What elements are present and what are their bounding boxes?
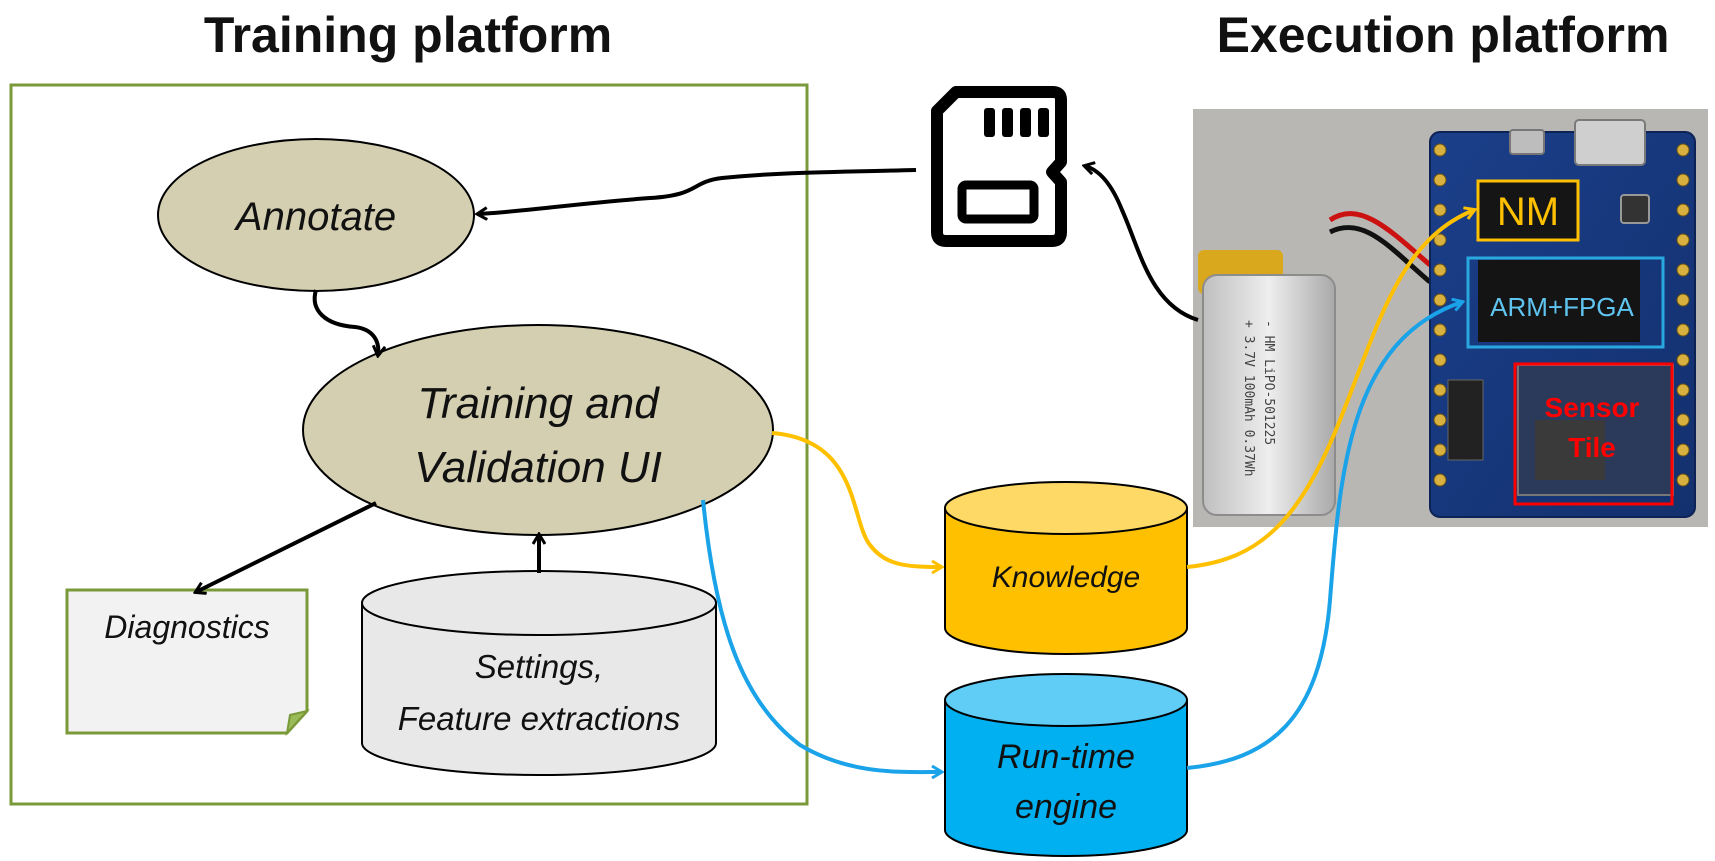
battery: - HM LiPO-501225 + 3.7V 100mAh 0.37Wh	[1198, 250, 1336, 516]
sensor-tile-label-line2: Tile	[1568, 432, 1616, 463]
diagnostics-label: Diagnostics	[104, 609, 269, 645]
annotate-label: Annotate	[234, 195, 396, 239]
board-pin	[1433, 353, 1447, 367]
settings-label-line1: Settings,	[475, 648, 603, 685]
runtime-label-line2: engine	[1015, 788, 1117, 826]
board-pin	[1676, 143, 1690, 157]
annotate-to-training-arrow	[312, 289, 379, 355]
training-to-runtime-arrow	[701, 499, 941, 772]
board-pin	[1433, 203, 1447, 217]
board-pin	[1676, 353, 1690, 367]
board-pins	[1433, 143, 1690, 487]
training-platform-frame	[9, 83, 809, 806]
nm-highlight-box	[1476, 179, 1580, 242]
board-pin	[1433, 473, 1447, 487]
annotate-node: Annotate	[157, 138, 475, 292]
runtime-to-arm-arrow	[1186, 302, 1462, 770]
board-pin	[1676, 413, 1690, 427]
board-pin	[1433, 443, 1447, 457]
board-pin	[1676, 293, 1690, 307]
execution-board-photo: - HM LiPO-501225 + 3.7V 100mAh 0.37Wh NM…	[1193, 109, 1708, 527]
svg-text:+ 3.7V 100mAh 0.37Wh: + 3.7V 100mAh 0.37Wh	[1241, 320, 1256, 477]
board-pin	[1433, 173, 1447, 187]
arm-fpga-highlight-box	[1466, 256, 1665, 349]
board-pin	[1433, 233, 1447, 247]
board-pin	[1676, 323, 1690, 337]
knowledge-to-nm-arrow	[1186, 210, 1474, 569]
runtime-label-line1: Run-time	[997, 738, 1135, 776]
knowledge-cylinder: Knowledge	[944, 481, 1188, 655]
svg-text:- HM LiPO-501225: - HM LiPO-501225	[1261, 320, 1276, 445]
nm-label: NM	[1497, 190, 1559, 234]
sd-to-annotate-arrow	[478, 168, 917, 214]
board-pin	[1433, 143, 1447, 157]
training-platform-heading: Training platform	[204, 7, 612, 63]
board-pin	[1433, 263, 1447, 277]
arm-fpga-label: ARM+FPGA	[1490, 292, 1634, 322]
sensor-tile-highlight-box	[1513, 362, 1674, 506]
runtime-engine-cylinder: Run-time engine	[944, 673, 1188, 857]
board-pin	[1433, 383, 1447, 397]
training-ui-label-line1: Training and	[417, 379, 660, 428]
sensor-tile-label-line1: Sensor	[1545, 392, 1640, 423]
execution-platform-heading: Execution platform	[1217, 7, 1670, 63]
board-pin	[1676, 173, 1690, 187]
diagnostics-document: Diagnostics	[65, 588, 310, 737]
settings-label-line2: Feature extractions	[398, 700, 680, 737]
board-pin	[1676, 203, 1690, 217]
board-pin	[1676, 443, 1690, 457]
training-ui-label-line2: Validation UI	[414, 443, 662, 492]
training-to-diagnostics-arrow	[196, 501, 377, 592]
knowledge-label: Knowledge	[992, 561, 1140, 594]
board-pin	[1433, 413, 1447, 427]
board-pin	[1676, 383, 1690, 397]
training-to-knowledge-arrow	[771, 431, 941, 567]
board-pin	[1433, 293, 1447, 307]
board-pin	[1433, 323, 1447, 337]
board-to-sd-arrow	[1085, 166, 1199, 322]
board-pin	[1676, 233, 1690, 247]
training-validation-ui-node: Training and Validation UI	[302, 324, 774, 536]
board-pin	[1676, 473, 1690, 487]
board-pin	[1676, 263, 1690, 277]
settings-cylinder: Settings, Feature extractions	[361, 570, 717, 776]
sd-card-icon	[931, 86, 1067, 247]
